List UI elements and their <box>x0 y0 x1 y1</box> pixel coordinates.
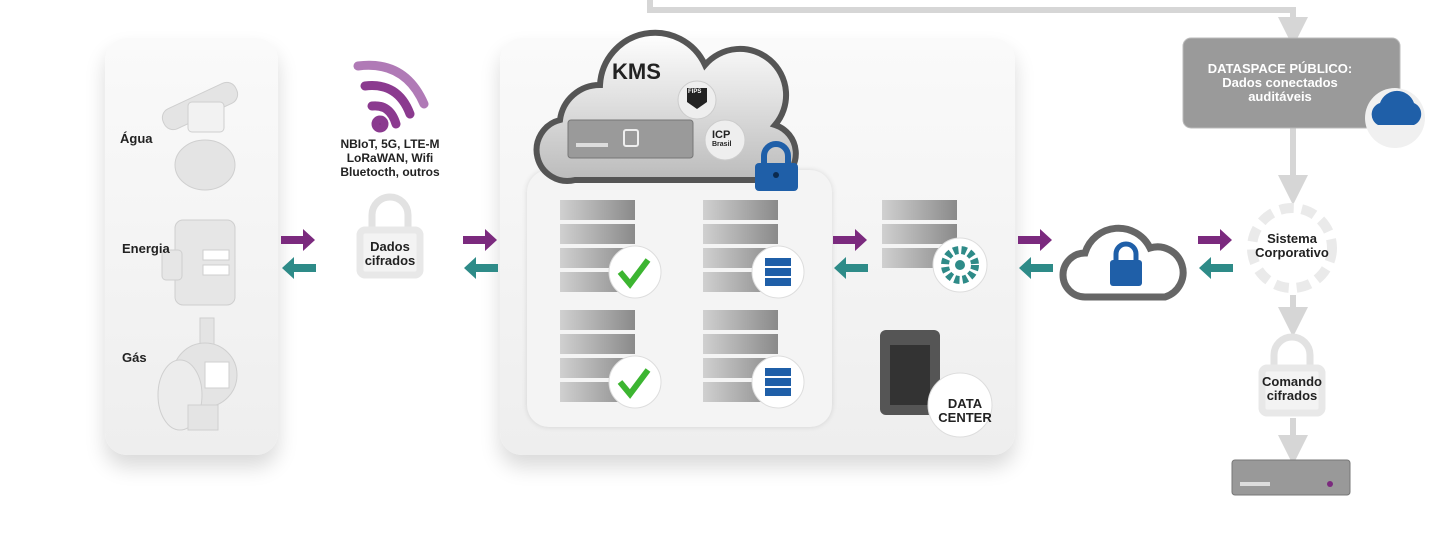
server-storage-2 <box>703 310 805 409</box>
arrow-left-icon <box>1199 257 1233 279</box>
datacenter-icon <box>880 330 993 438</box>
arrow-right-icon <box>463 229 497 251</box>
datacenter-line-1: DATA <box>947 396 983 411</box>
command-line-1: Comando <box>1262 374 1322 389</box>
command-line-2: cifrados <box>1266 388 1318 403</box>
corporate-gear-icon <box>1247 203 1337 293</box>
command-lock-icon <box>1258 333 1326 417</box>
arrow-left-icon <box>834 257 868 279</box>
kms-cloud-icon <box>533 29 799 184</box>
energy-meter-icon <box>161 219 236 306</box>
dataspace-line-2: Dados conectados <box>1222 75 1338 90</box>
dataspace-label: DATASPACE PÚBLICO: Dados conectados audi… <box>1190 62 1370 104</box>
dataspace-cloud-icon <box>1371 90 1422 125</box>
arrow-pair-2 <box>463 229 498 279</box>
blue-padlock-icon <box>755 141 798 191</box>
protocols-line-1: NBIoT, 5G, LTE-M <box>340 137 440 151</box>
check-icon <box>617 368 651 399</box>
protocols-text: NBIoT, 5G, LTE-M LoRaWAN, Wifi Bluetocth… <box>330 137 450 179</box>
label-gas: Gás <box>122 350 147 365</box>
label-water: Água <box>120 131 153 146</box>
dataspace-line-1: DATASPACE PÚBLICO: <box>1207 61 1353 76</box>
encrypted-data-label: Dados cifrados <box>350 240 430 268</box>
endpoint-device-icon <box>1231 459 1351 496</box>
arrow-left-icon <box>464 257 498 279</box>
server-storage-1 <box>703 200 805 299</box>
wifi-icon <box>353 60 429 133</box>
kms-hsm-device <box>567 119 694 159</box>
arrow-pair-1 <box>281 229 316 279</box>
encrypted-data-line-1: Dados <box>370 239 410 254</box>
dataspace-line-3: auditáveis <box>1248 89 1312 104</box>
server-verified-2 <box>560 310 662 409</box>
server-gear-icon <box>882 200 988 293</box>
protocols-line-2: LoRaWAN, Wifi <box>346 151 434 165</box>
hsm-slot <box>576 143 608 147</box>
icp-line-1: ICP <box>712 129 731 141</box>
icp-brasil-badge-icon <box>704 119 746 161</box>
arrow-left-icon <box>282 257 316 279</box>
dataspace-box <box>1182 37 1401 129</box>
fips-label: FIPS <box>688 89 702 95</box>
storage-stack-icon <box>765 258 791 286</box>
arrow-right-icon <box>1198 229 1232 251</box>
fips-shield-icon <box>687 88 707 109</box>
top-connector <box>647 0 1308 47</box>
secure-cloud-icon <box>1059 224 1187 301</box>
corporate-line-1: Sistema <box>1267 231 1317 246</box>
arrow-right-icon <box>1018 229 1052 251</box>
gear-icon <box>941 246 979 284</box>
arrow-right-icon <box>281 229 315 251</box>
hsm-lock-icon <box>623 129 639 147</box>
command-label: Comando cifrados <box>1247 375 1337 403</box>
icp-line-2: Brasil <box>712 141 732 148</box>
check-icon <box>617 258 651 289</box>
arrow-left-icon <box>1019 257 1053 279</box>
encrypted-data-line-2: cifrados <box>364 253 416 268</box>
datacenter-label: DATA CENTER <box>930 397 1000 425</box>
water-meter-icon <box>161 81 239 191</box>
corporate-system-label: Sistema Corporativo <box>1242 232 1342 260</box>
kms-title: KMS <box>612 59 661 84</box>
label-energy: Energia <box>122 241 170 256</box>
encrypted-data-lock-icon <box>356 193 424 279</box>
arrow-pair-5 <box>1198 229 1233 279</box>
protocols-line-3: Bluetocth, outros <box>340 165 440 179</box>
corporate-line-2: Corporativo <box>1255 245 1329 260</box>
datacenter-line-2: CENTER <box>938 410 992 425</box>
server-verified-1 <box>560 200 662 299</box>
arrow-pair-3 <box>833 229 868 279</box>
storage-stack-icon <box>765 368 791 396</box>
arrow-pair-4 <box>1018 229 1053 279</box>
gas-meter-icon <box>157 317 238 431</box>
arrow-right-icon <box>833 229 867 251</box>
icp-label: ICP Brasil <box>712 130 731 150</box>
